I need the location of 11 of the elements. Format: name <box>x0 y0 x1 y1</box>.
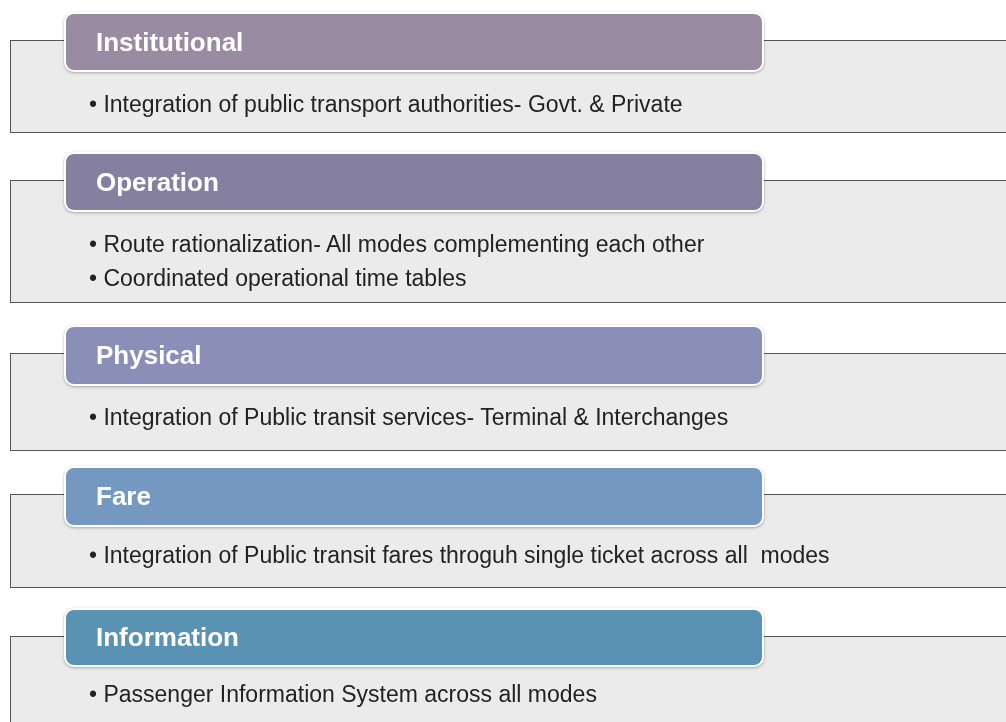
bullet-text: • Integration of Public transit fares throguh single ticket across all modes <box>89 541 830 570</box>
section-header: Information <box>64 608 764 667</box>
section-header: Institutional <box>64 12 764 72</box>
bullet-text: • Passenger Information System across all modes <box>89 680 597 709</box>
section-header: Physical <box>64 325 764 386</box>
section-header: Operation <box>64 152 764 212</box>
bullet-text: • Coordinated operational time tables <box>89 264 467 293</box>
section-header: Fare <box>64 466 764 527</box>
bullet-text: • Integration of public transport authorities- Govt. & Private <box>89 90 683 119</box>
bullet-text: • Route rationalization- All modes complementing each other <box>89 230 705 259</box>
bullet-text: • Integration of Public transit services- Terminal & Interchanges <box>89 403 729 432</box>
